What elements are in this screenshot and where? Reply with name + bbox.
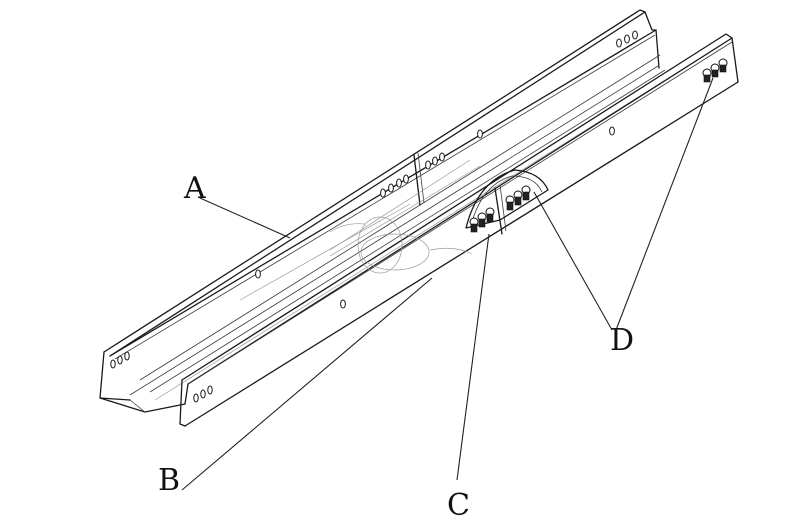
back-wall-holes (110, 30, 638, 369)
front-wall-holes (193, 126, 615, 403)
leader-a (199, 197, 291, 239)
bolt (521, 185, 531, 201)
bolt (710, 63, 720, 78)
label-a: A (183, 171, 206, 206)
bolt (485, 207, 495, 223)
inner-splice (239, 159, 481, 301)
bolt (718, 58, 728, 73)
leader-b (181, 277, 433, 491)
label-c: C (447, 488, 470, 523)
leader-c (456, 233, 490, 481)
bolt (469, 217, 479, 233)
joint-bolts (469, 185, 531, 233)
tray-floor (99, 69, 673, 413)
bolt (702, 68, 712, 83)
leader-d-end (615, 77, 714, 331)
label-b: B (158, 463, 180, 498)
label-d: D (610, 323, 634, 358)
leader-d-joint (533, 191, 613, 331)
end-bolts (702, 58, 728, 83)
bolt (513, 190, 523, 206)
connector-plate (465, 169, 549, 229)
front-side-wall (179, 33, 739, 427)
bolt (505, 195, 515, 211)
leader-lines (181, 77, 714, 491)
bolt (477, 212, 487, 228)
